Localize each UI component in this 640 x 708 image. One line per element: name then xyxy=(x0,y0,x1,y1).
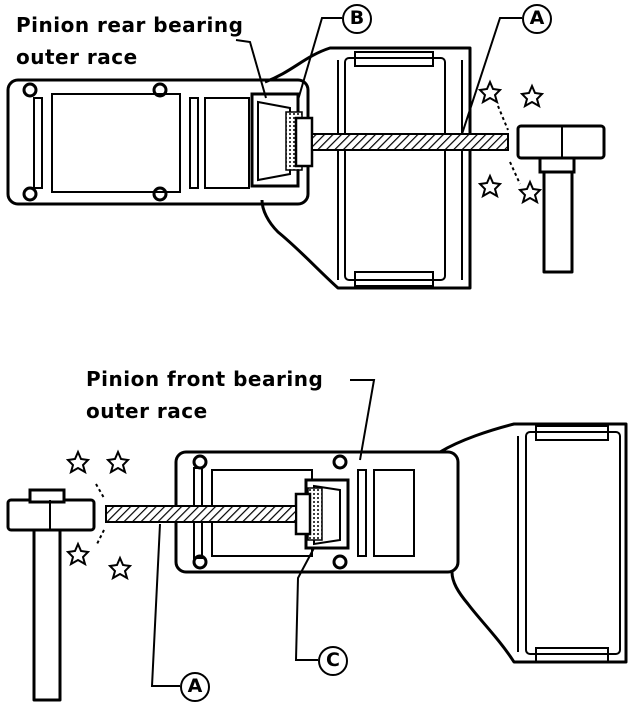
top-hammer xyxy=(516,124,606,274)
top-label-line2: outer race xyxy=(16,45,138,69)
bottom-label-line2: outer race xyxy=(86,399,208,423)
bottom-front-bearing-race xyxy=(304,478,350,550)
bottom-impact-stars xyxy=(65,449,133,581)
top-label-line1: Pinion rear bearing xyxy=(16,13,244,37)
bottom-diff-housing xyxy=(174,422,628,664)
callout-c: C xyxy=(318,646,348,676)
bottom-label-line1: Pinion front bearing xyxy=(86,367,324,391)
top-diff-housing xyxy=(6,46,472,290)
callout-a-top: A xyxy=(522,4,552,34)
callout-b: B xyxy=(342,4,372,34)
bottom-hammer xyxy=(6,488,96,702)
top-rear-bearing-race xyxy=(250,92,303,188)
top-drift-tool xyxy=(294,116,509,168)
callout-a-bottom: A xyxy=(180,672,210,702)
top-leader-lines xyxy=(235,17,522,135)
bottom-drift-tool xyxy=(105,492,312,536)
bottom-leader-lines xyxy=(150,379,376,687)
top-impact-stars xyxy=(477,79,545,205)
